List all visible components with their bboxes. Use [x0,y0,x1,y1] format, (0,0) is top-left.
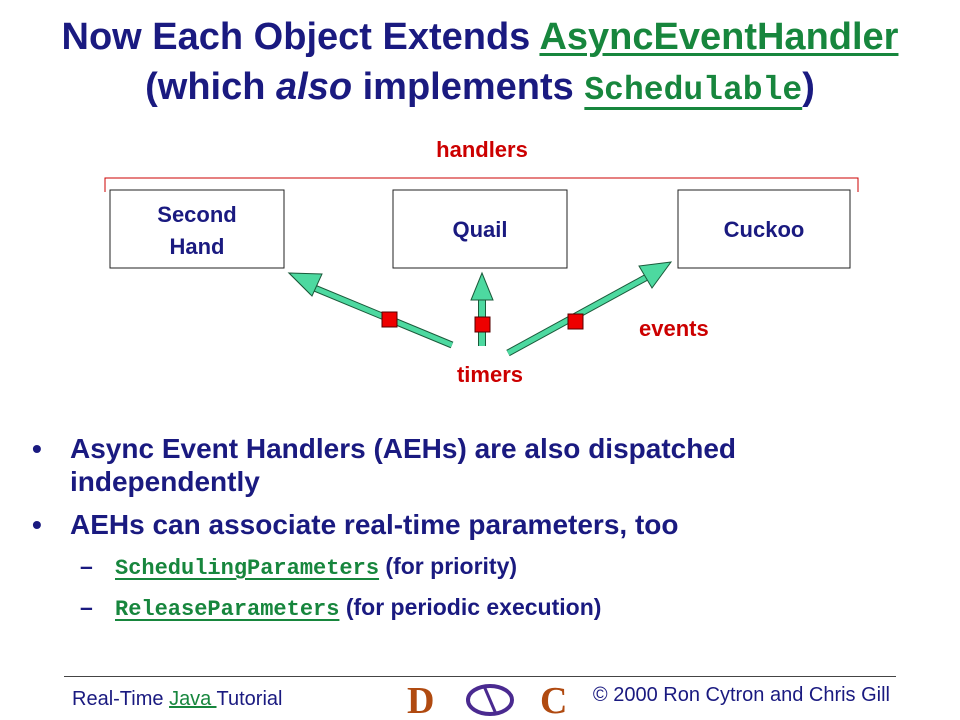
bullet-dot-icon: • [32,433,42,464]
arrow-to-cuckoo [638,261,673,289]
dash-icon: – [80,594,93,620]
bullet-dot-icon: • [32,509,42,540]
second-hand-box [109,189,285,269]
arrow-to-quail [470,271,494,301]
async-event-handler-link[interactable]: AsyncEventHandler [539,16,899,58]
logo-letter-o [466,684,514,716]
bullet-list: • Async Event Handlers (AEHs) are also d… [30,432,930,625]
sub-bullet-item: – ReleaseParameters (for periodic execut… [80,594,602,622]
footer-divider [64,676,896,677]
event-marker-1 [381,311,398,328]
second-hand-label-1: Second [157,202,236,227]
cuckoo-box [677,189,851,269]
bullet-item: • Async Event Handlers (AEHs) are also d… [32,433,736,497]
title-line-1: Now Each Object Extends AsyncEventHandle… [61,16,899,58]
bullet-item: • AEHs can associate real-time parameter… [32,509,679,540]
java-link[interactable]: Java [169,688,217,710]
logo-letter-d: D [407,680,434,718]
timers-label: timers [457,362,523,387]
footer-copyright: © 2000 Ron Cytron and Chris Gill [592,684,890,706]
footer-tutorial-title: Real-Time Java Tutorial [72,688,283,710]
sub-bullet-item: – SchedulingParameters (for priority) [80,553,518,581]
slide-title: Now Each Object Extends AsyncEventHandle… [0,12,960,116]
events-label: events [639,316,709,341]
handlers-label: handlers [436,137,528,162]
logo-letter-c: C [540,680,567,718]
event-marker-3 [567,313,584,330]
schedulable-link[interactable]: Schedulable [584,72,803,109]
event-marker-2 [474,316,491,333]
scheduling-parameters-link[interactable]: SchedulingParameters [115,556,380,581]
dash-icon: – [80,553,93,579]
second-hand-label-2: Hand [170,234,225,259]
title-line-2: (which also implements Schedulable) [145,66,815,109]
release-parameters-link[interactable]: ReleaseParameters [115,597,340,622]
quail-label: Quail [452,217,507,242]
handlers-bracket [104,177,859,192]
cuckoo-label: Cuckoo [724,217,805,242]
quail-box [392,189,568,269]
doc-group-logo: D C [407,680,567,718]
